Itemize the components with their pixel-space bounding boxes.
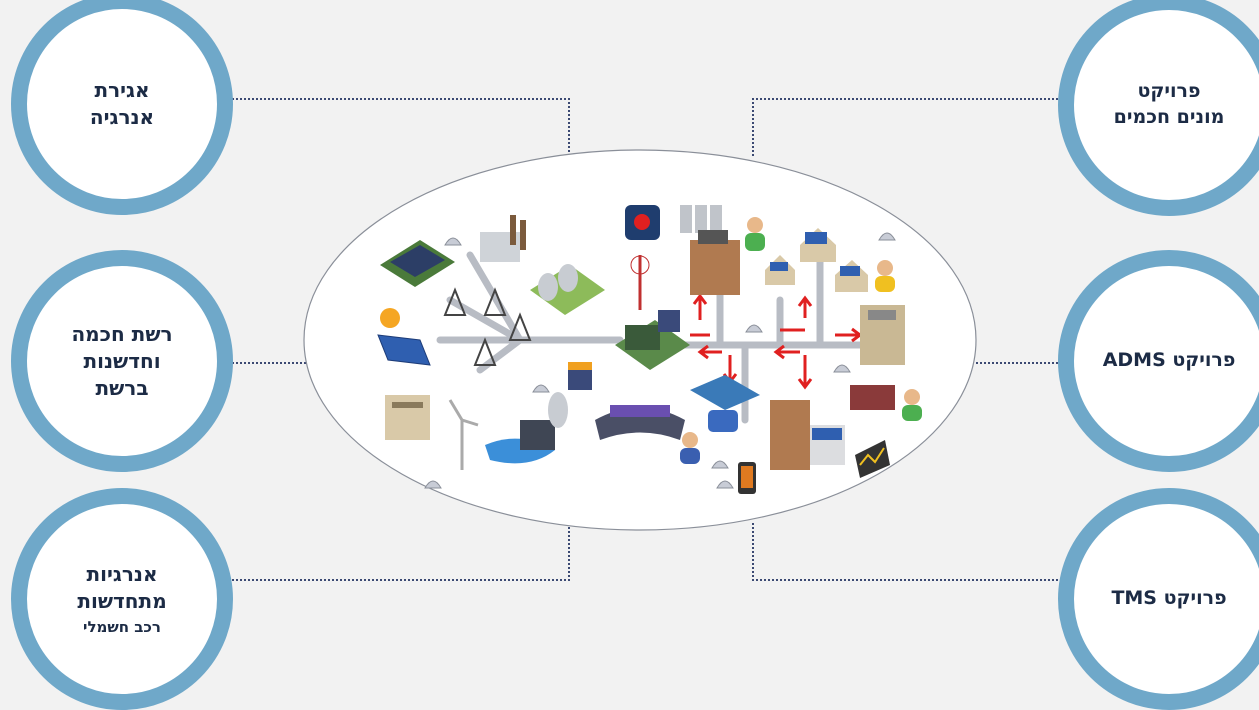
smartphone-icon [738,462,756,494]
person-icon-4 [680,432,700,464]
connector-tms [752,522,1062,581]
commercial-building-icon [770,400,845,470]
transmission-tower-icon [443,287,532,366]
control-room-icon [595,405,685,440]
ev-charging-station-icon [690,375,760,432]
factory-icon [480,215,526,262]
radio-tower-icon [630,255,650,310]
hydro-plant-icon [485,392,568,464]
smart-grid-label-1: רשת חכמה [71,321,173,346]
person-icon-3 [902,389,922,421]
solar-panel-icon [377,334,431,366]
adms-label: פרויקט ADMS [1102,349,1236,372]
connector-smart-meters [752,98,1062,157]
alarm-icon [625,205,660,240]
connector-renewables [228,522,570,581]
servers-icon [680,205,722,233]
nuclear-plant-icon [530,264,605,315]
smart-meters-label-2: מונים חכמים [1113,106,1225,128]
battery-icon-2 [658,310,680,332]
chart-display-icon [855,440,890,478]
battery-icon [568,362,592,390]
solar-farm-icon [380,240,455,287]
smart-meter-icons [424,232,896,489]
flow-arrows [690,293,863,390]
renewables-label-1: אנרגיות [86,561,158,586]
tms-label: פרויקט TMS [1111,587,1227,610]
smart-grid-circle[interactable]: רשת חכמה וחדשנות ברשת [11,250,233,472]
houses-icon [765,228,868,292]
wind-turbine-icon [448,399,479,470]
sun-icon [380,308,400,328]
apartment-building-icon [690,230,740,295]
person-icon [745,217,765,251]
substation-icon [615,320,690,370]
smart-grid-label-3: ברשת [95,375,149,400]
renewables-circle[interactable]: אנרגיות מתחדשות רכב חשמלי [11,488,233,710]
energy-storage-circle[interactable]: אגירת אנרגיה [11,0,233,215]
electric-vehicle-label: רכב חשמלי [83,617,161,636]
energy-storage-label-1: אגירת [94,78,150,102]
renewables-label-2: מתחדשות [77,588,167,613]
building-icon [385,395,430,440]
smart-meters-label-1: פרויקט [1137,80,1201,103]
energy-storage-label-2: אנרגיה [89,105,155,129]
person-icon-2 [875,260,895,292]
office-building-icon [860,305,905,365]
connector-energy-storage [228,98,570,157]
smart-grid-label-2: וחדשנות [83,348,161,373]
transformer-icon [850,385,895,410]
